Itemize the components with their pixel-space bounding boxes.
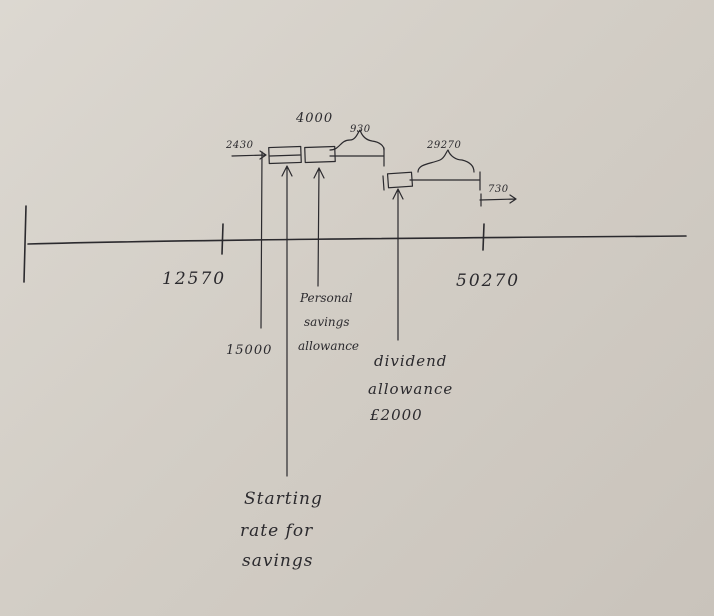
tick-50270 <box>482 223 485 251</box>
dividend-box-start <box>382 175 385 191</box>
personal-savings-note-line3: allowance <box>298 339 359 353</box>
axis-line <box>27 235 687 245</box>
tick-12570 <box>221 223 224 255</box>
dividend-remaining-label: 29270 <box>426 140 461 151</box>
starting-rate-box-divider <box>269 154 301 157</box>
personal-remaining-label: 930 <box>350 124 371 135</box>
personal-savings-note: Personal savings allowance <box>298 291 359 353</box>
dividend-remaining-brace <box>417 149 475 173</box>
axis-label-50270: 50270 <box>456 271 520 291</box>
starting-rate-note: Starting rate for savings <box>240 489 323 571</box>
dividend-allowance-box <box>386 171 414 189</box>
starting-rate-note-line1: Starting <box>244 489 323 509</box>
starting-rate-arrow <box>281 165 293 477</box>
personal-remaining-brace <box>329 129 385 151</box>
dividend-note-line2: allowance <box>368 380 453 398</box>
dividend-arrow <box>392 188 404 341</box>
axis-label-12570: 12570 <box>162 269 226 289</box>
dividend-note-line1: dividend <box>374 352 447 370</box>
personal-savings-arrow <box>313 167 325 287</box>
timeline-axis <box>23 205 687 283</box>
personal-savings-note-line2: savings <box>304 315 350 329</box>
dividend-note: dividend allowance £2000 <box>368 352 453 424</box>
personal-remaining-line <box>329 147 385 167</box>
threshold-15000-line <box>260 151 263 329</box>
axis-start-bar <box>23 205 27 283</box>
starting-rate-note-line3: savings <box>242 551 313 571</box>
after-threshold-label: 730 <box>488 184 509 195</box>
starting-band-arrow <box>231 150 267 160</box>
personal-savings-box <box>304 145 336 164</box>
personal-savings-note-line1: Personal <box>299 291 353 305</box>
starting-rate-note-line2: rate for <box>240 521 313 541</box>
starting-rate-box <box>268 145 302 165</box>
threshold-15000-label: 15000 <box>226 343 272 358</box>
dividend-note-line3: £2000 <box>369 406 423 424</box>
dividend-remaining-line <box>409 171 481 191</box>
personal-total-label: 4000 <box>295 111 333 126</box>
starting-band-label: 2430 <box>225 140 254 151</box>
after-threshold-arrow <box>479 193 517 207</box>
